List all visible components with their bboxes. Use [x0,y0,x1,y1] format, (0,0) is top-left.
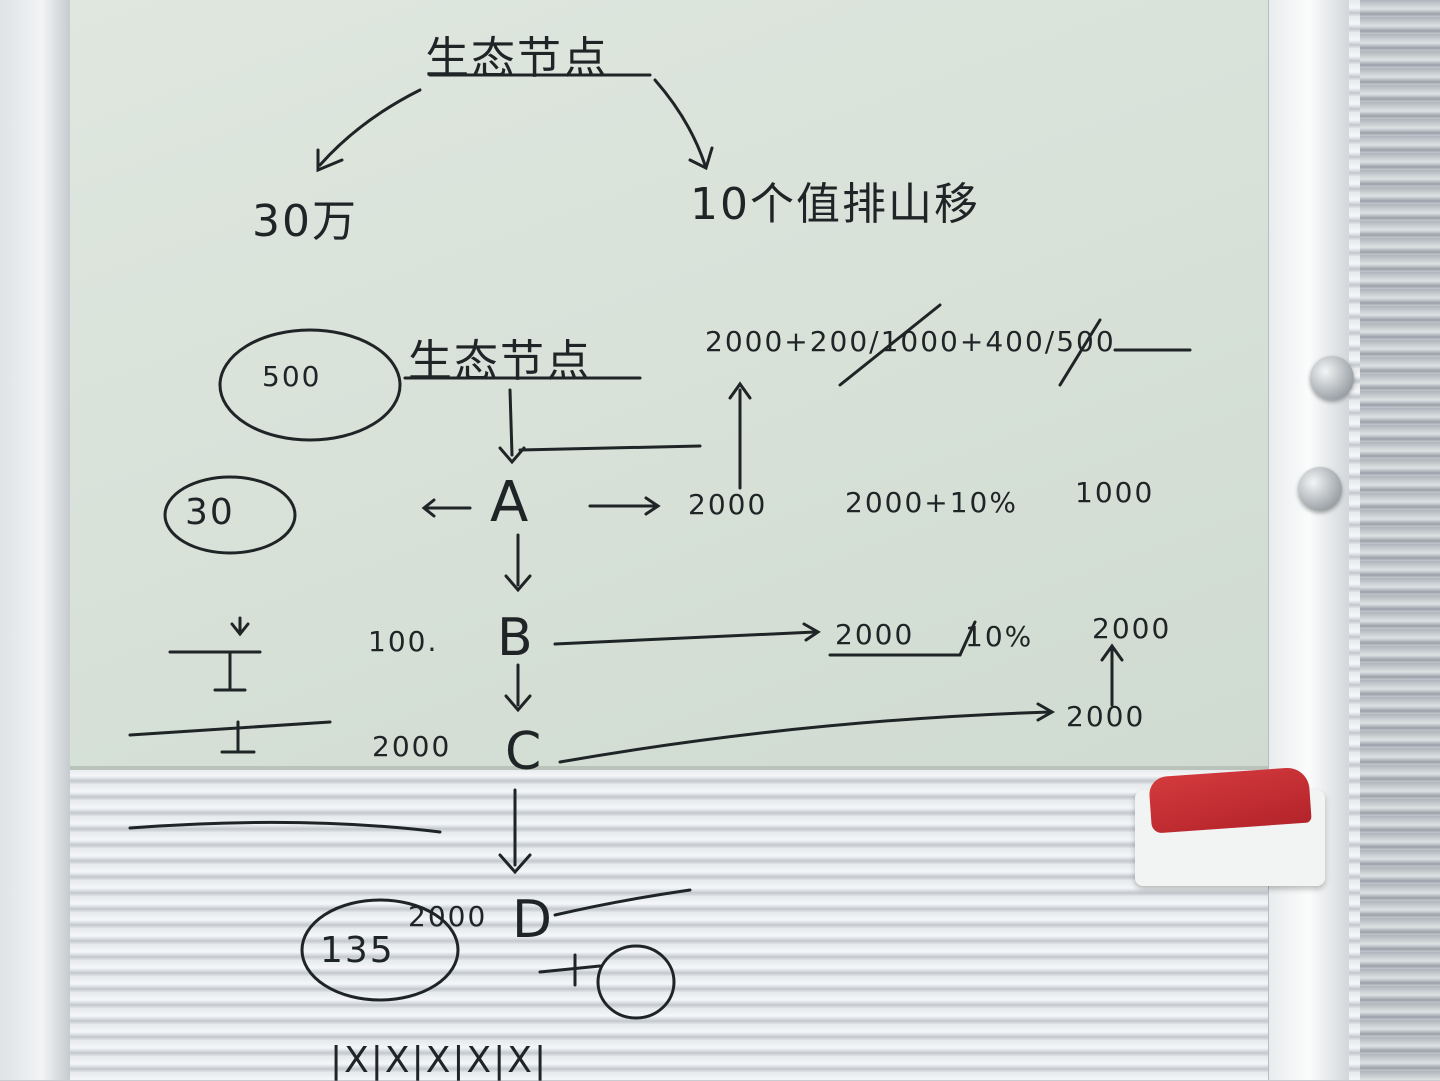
whiteboard-right-frame [1268,0,1349,1080]
node-d: D [512,890,555,950]
circled-30: 30 [185,492,235,533]
circled-500: 500 [262,360,322,393]
b-value-1: 2000 [835,618,915,651]
arrow-left [318,88,422,167]
whiteboard-surface [70,0,1340,770]
c-left-value: 2000 [372,730,452,763]
circle-30 [163,475,297,555]
mid-title: 生态节点 [408,336,592,387]
node-a: A [490,470,531,535]
node-c: C [505,722,544,782]
label-300k: 30万 [252,196,358,247]
magnet-knob-icon [1310,356,1354,400]
magnet-knob-icon [1298,467,1342,511]
circled-135: 135 [320,930,395,971]
arrow-right [653,78,707,167]
node-b: B [497,608,535,668]
a-value-1: 2000 [688,488,768,521]
a-value-2: 2000+10% [845,486,1018,519]
c-value: 2000 [1066,700,1146,733]
whiteboard-left-frame [0,0,70,1080]
title-ecosystem-node: 生态节点 [425,33,609,84]
a-value-3: 1000 [1075,476,1155,509]
circle-500 [218,328,402,442]
b-left-value: 100. [368,625,439,658]
circle-small [596,944,676,1020]
tick-marks: |X|X|X|X|X| [330,1040,549,1081]
row1-values: 2000+200/1000+400/500 [705,325,1116,358]
circle-135 [300,898,460,1002]
right-window-blinds [1360,0,1440,1080]
b-percent: 10% [965,620,1034,653]
d-left-value: 2000 [408,900,488,933]
label-right-branch: 10个值排山移 [690,179,980,230]
b-value-2: 2000 [1092,612,1172,645]
